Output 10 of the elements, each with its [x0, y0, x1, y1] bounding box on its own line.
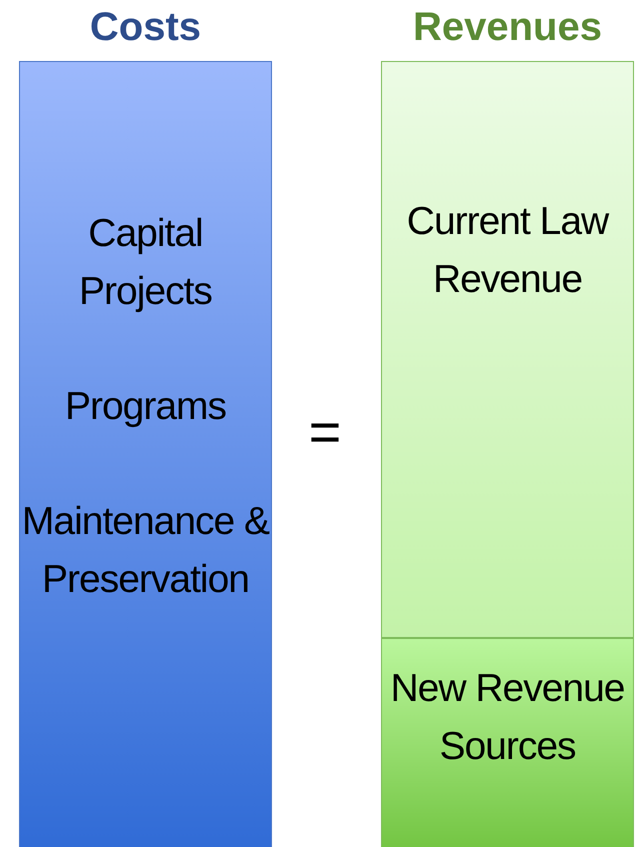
item-label: Current Law Revenue: [406, 199, 610, 303]
item-label: Programs: [64, 384, 228, 430]
revenue-segment: [382, 62, 633, 637]
item-label: New Revenue Sources: [390, 666, 626, 770]
column-heading: Revenues: [412, 4, 603, 51]
item-label: Maintenance & Preservation: [20, 499, 270, 603]
revenue-segment: [382, 637, 633, 847]
item-label: Capital Projects: [78, 211, 213, 315]
column-heading: Costs: [88, 4, 202, 51]
equals-sign: =: [308, 402, 342, 462]
